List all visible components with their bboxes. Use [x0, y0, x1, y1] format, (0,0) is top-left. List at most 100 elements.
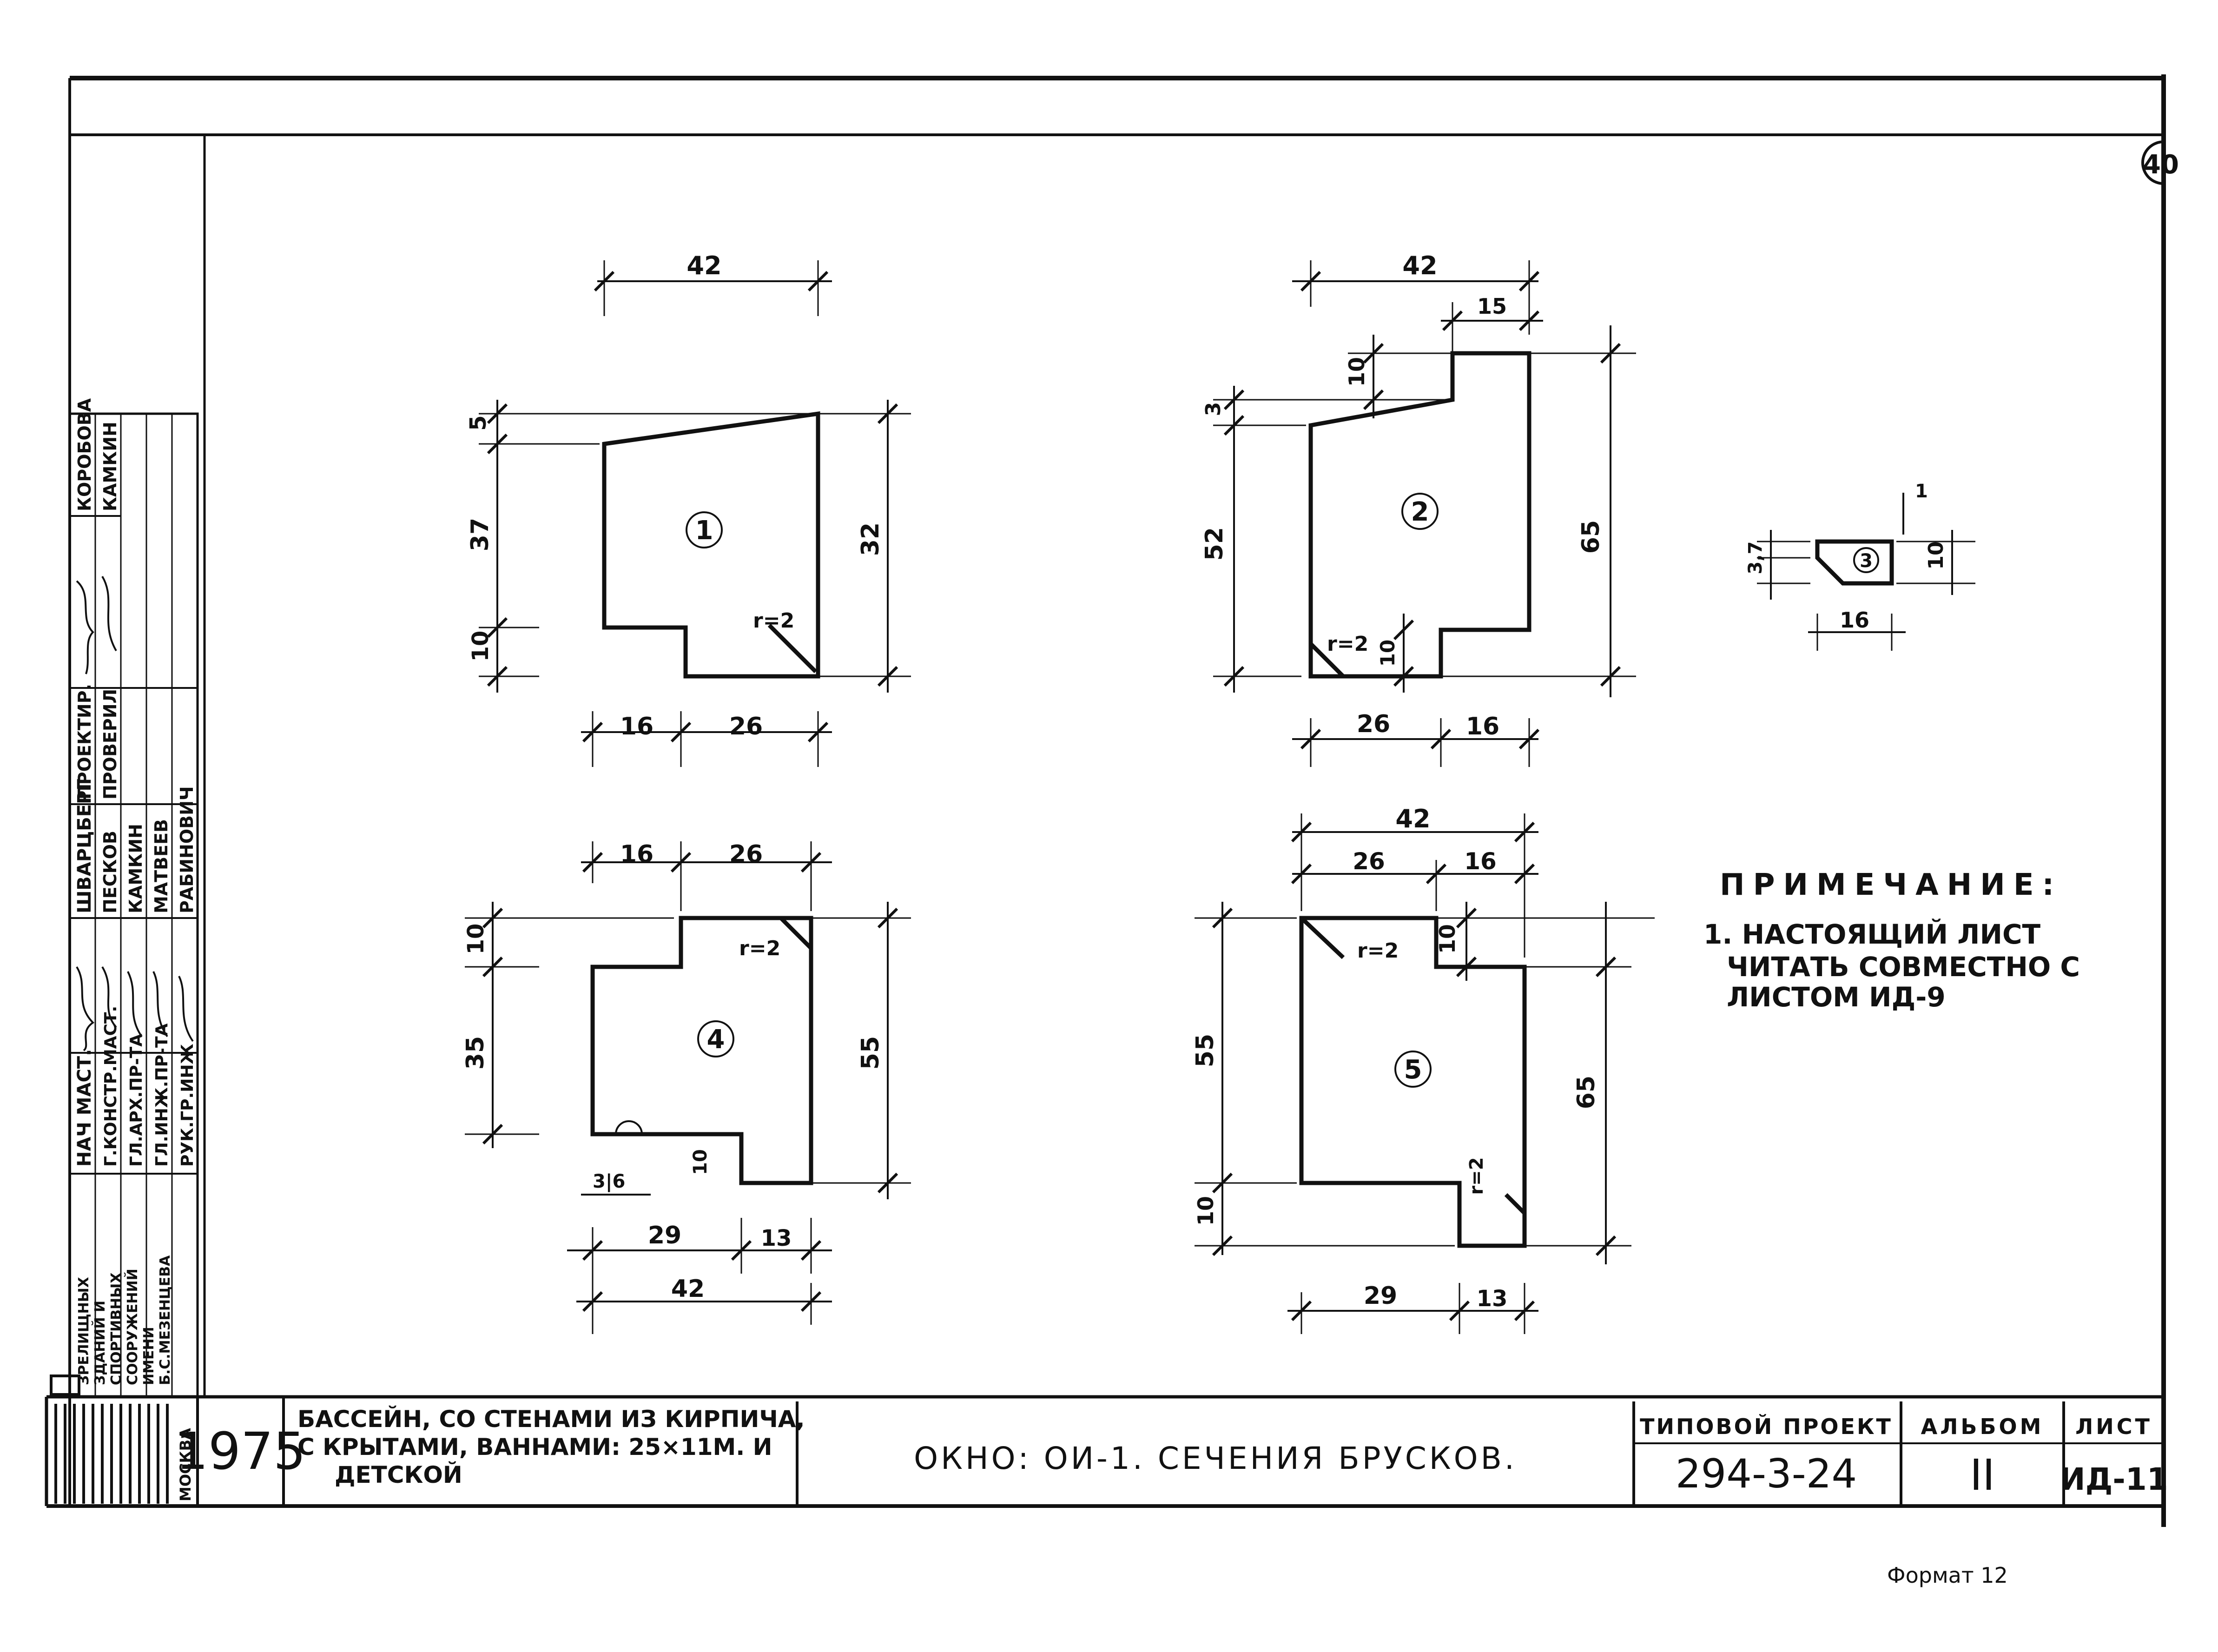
section-5-notch-height: 10 [1435, 924, 1460, 954]
section-3-bottom: 16 [1840, 608, 1869, 633]
sig-name-5: РАБИНОВИЧ [177, 786, 197, 913]
section-1-notch-height: 10 [468, 631, 494, 662]
sig-right-name-2: КАМКИН [100, 422, 120, 511]
institute-line-5: ИМЕНИ [141, 1327, 157, 1385]
section-1-height-left: 37 [466, 518, 494, 551]
typical-project-label: ТИПОВОЙ ПРОЕКТ [1640, 1414, 1893, 1439]
project-line-2: С КРЫТАМИ, ВАННАМИ: 25×11М. И [297, 1434, 772, 1460]
section-4-top-left: 16 [620, 840, 654, 868]
note-heading: ПРИМЕЧАНИЕ: [1720, 868, 2062, 902]
section-4-number: 4 [707, 1024, 725, 1055]
sig-role-5: РУК.ГР.ИНЖ [178, 1044, 197, 1167]
section-3-height-left: 3,7 [1745, 542, 1766, 575]
section-3-notch-width: 1 [1915, 481, 1928, 502]
section-4-height-right: 55 [857, 1036, 885, 1070]
sheet-number: 40 [2143, 150, 2179, 180]
section-4-drip: 3|6 [593, 1171, 625, 1193]
section-2-lip-drop: 10 [1344, 357, 1369, 387]
sig-right-role-1: ПРОЕКТИР. [74, 684, 95, 800]
sheet-frame [45, 74, 2166, 1527]
section-2-lip-width: 15 [1477, 294, 1507, 319]
section-5-bottom-left: 29 [1364, 1282, 1397, 1310]
section-1-width-top: 42 [687, 251, 721, 280]
format-label: Формат 12 [1887, 1563, 2008, 1588]
section-5: 5 42 26 16 r=2 10 55 10 [1191, 804, 1655, 1334]
section-5-radius-bottom: r=2 [1466, 1157, 1487, 1195]
sig-name-1: ШВАРЦБЕРГ [74, 779, 95, 913]
sig-role-3: ГЛ.АРХ.ПР-ТА [127, 1034, 146, 1167]
section-5-top-left: 26 [1353, 848, 1385, 875]
section-4-drip-height: 10 [690, 1149, 711, 1175]
note-line-2: ЧИТАТЬ СОВМЕСТНО С [1727, 951, 2080, 983]
section-4-bottom-total: 42 [671, 1275, 705, 1303]
section-5-bottom-notch: 10 [1193, 1196, 1218, 1226]
sig-role-2: Г.КОНСТР.МАСТ. [101, 1006, 120, 1167]
drawing-title: ОКНО: ОИ-1. СЕЧЕНИЯ БРУСКОВ. [914, 1441, 1517, 1476]
sheet-label: ЛИСТ [2075, 1414, 2152, 1439]
album-value: II [1970, 1450, 1995, 1500]
note-block: ПРИМЕЧАНИЕ: 1. НАСТОЯЩИЙ ЛИСТ ЧИТАТЬ СОВ… [1703, 868, 2080, 1013]
section-1-number: 1 [695, 515, 713, 546]
section-4-bottom-right: 13 [761, 1225, 792, 1251]
sig-name-4: МАТВЕЕВ [151, 819, 172, 913]
section-4: 4 16 26 10 35 55 r=2 3|6 10 [462, 840, 911, 1334]
section-2-height-left: 52 [1201, 527, 1228, 561]
section-3: 3 3,7 1 10 16 [1745, 481, 1975, 651]
section-2-bottom-left: 26 [1357, 710, 1390, 738]
section-1-bottom-right: 26 [729, 713, 763, 740]
title-year: 1975 [176, 1421, 306, 1481]
section-2-bottom-right: 16 [1466, 713, 1499, 740]
section-1-bottom-left: 16 [620, 713, 654, 740]
title-block: 1975 БАССЕЙН, СО СТЕНАМИ ИЗ КИРПИЧА, С К… [176, 1397, 2168, 1506]
section-5-width-top: 42 [1395, 804, 1430, 833]
handwritten-signatures [76, 575, 194, 1051]
institute-line-1: ЗРЕЛИЩНЫХ [76, 1277, 92, 1385]
project-line-1: БАССЕЙН, СО СТЕНАМИ ИЗ КИРПИЧА, [297, 1405, 805, 1433]
section-2-notch-height: 10 [1376, 640, 1399, 667]
section-2-number: 2 [1411, 497, 1429, 527]
section-5-top-right: 16 [1464, 848, 1497, 875]
sig-role-4: ГЛ.ИНЖ.ПР-ТА [152, 1023, 172, 1167]
section-4-notch-height: 10 [463, 924, 489, 955]
section-2: 2 42 15 10 3 52 65 r=2 [1201, 251, 1636, 767]
album-label: АЛЬБОМ [1921, 1414, 2044, 1439]
section-2-rise: 3 [1201, 402, 1225, 416]
section-1-radius: r=2 [753, 609, 794, 633]
section-5-bottom-right: 13 [1477, 1286, 1508, 1312]
institute-line-4: СООРУЖЕНИЙ [124, 1269, 141, 1385]
section-4-height-left: 35 [462, 1036, 489, 1070]
section-2-height-right: 65 [1577, 520, 1605, 554]
signature-block: НАЧ МАСТ. ШВАРЦБЕРГ Г.КОНСТР.МАСТ. ПЕСКО… [50, 398, 199, 1504]
section-2-width-top: 42 [1402, 251, 1437, 280]
section-2-radius: r=2 [1327, 632, 1368, 656]
section-5-height-right: 65 [1572, 1076, 1600, 1109]
sig-name-2: ПЕСКОВ [100, 831, 120, 913]
section-4-radius: r=2 [739, 937, 780, 960]
section-3-height-right: 10 [1924, 541, 1948, 569]
section-4-bottom-left: 29 [648, 1222, 681, 1249]
section-1-height-right: 32 [857, 522, 885, 556]
institute-line-2: ЗДАНИЙ И [92, 1301, 108, 1385]
sig-right-name-1: КОРОБОВА [74, 398, 95, 511]
section-5-radius-top: r=2 [1357, 939, 1399, 963]
sig-right-role-2: ПРОВЕРИЛ [100, 689, 120, 800]
institute-line-6: Б.С.МЕЗЕНЦЕВА [157, 1255, 173, 1385]
institute-logo [50, 1374, 169, 1504]
section-1-rise: 5 [465, 415, 491, 430]
note-line-3: ЛИСТОМ ИД-9 [1727, 981, 1946, 1013]
project-line-3: ДЕТСКОЙ [335, 1461, 462, 1488]
typical-project-value: 294-3-24 [1676, 1451, 1857, 1497]
section-3-number: 3 [1860, 550, 1873, 572]
sheet-value: ИД-11 [2060, 1461, 2168, 1497]
note-line-1: 1. НАСТОЯЩИЙ ЛИСТ [1703, 918, 2041, 950]
institute-city: МОСКВА [177, 1428, 194, 1501]
sheet-number-badge: 40 [2141, 140, 2179, 185]
institute-line-3: СПОРТИВНЫХ [108, 1273, 125, 1385]
section-4-top-right: 26 [729, 840, 763, 868]
sig-name-3: КАМКИН [125, 824, 146, 913]
section-1: 1 42 5 37 10 32 r=2 16 [465, 251, 911, 767]
section-5-height-left: 55 [1191, 1034, 1219, 1067]
section-5-number: 5 [1404, 1055, 1422, 1085]
sig-role-1: НАЧ МАСТ. [74, 1049, 95, 1167]
